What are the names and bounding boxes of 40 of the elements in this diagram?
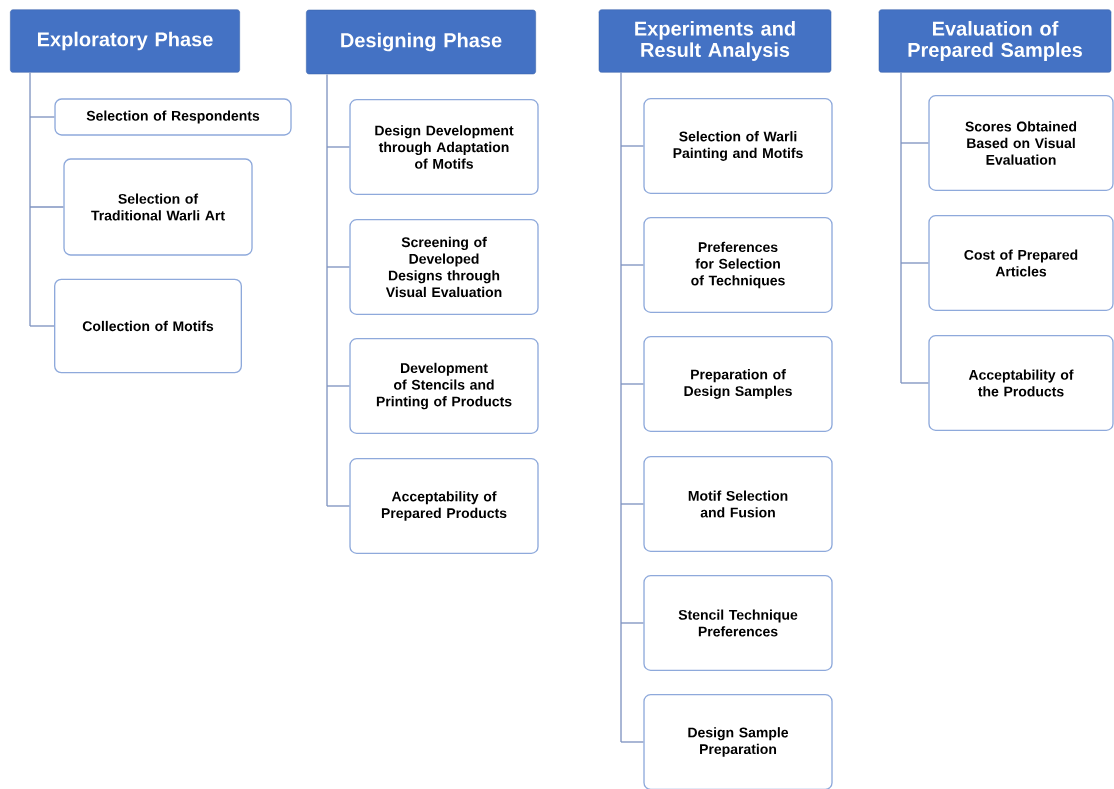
connector-line	[620, 264, 644, 266]
trunk-line	[620, 71, 622, 743]
step-box: Selection of Respondents	[54, 98, 292, 136]
connector-line	[620, 145, 644, 147]
step-box: Acceptability of the Products	[928, 335, 1114, 431]
step-box: Selection of Traditional Warli Art	[63, 158, 253, 256]
connector-line	[900, 262, 929, 264]
step-box: Stencil Technique Preferences	[643, 575, 833, 671]
connector-line	[29, 206, 64, 208]
connector-line	[326, 385, 350, 387]
connector-line	[29, 116, 55, 118]
step-box: Development of Stencils and Printing of Products	[349, 338, 539, 434]
trunk-line	[29, 71, 31, 327]
connector-line	[326, 505, 350, 507]
step-box: Cost of Prepared Articles	[928, 215, 1114, 311]
connector-line	[620, 741, 644, 743]
connector-line	[326, 266, 350, 268]
step-box: Motif Selection and Fusion	[643, 456, 833, 552]
header-box: Exploratory Phase	[10, 9, 240, 73]
connector-line	[326, 146, 350, 148]
header-box: Evaluation of Prepared Samples	[878, 9, 1112, 73]
trunk-line	[326, 73, 328, 507]
step-box: Design Development through Adaptation of Motifs	[349, 99, 539, 195]
step-box: Collection of Motifs	[54, 278, 242, 374]
connector-line	[620, 383, 644, 385]
connector-line	[900, 142, 929, 144]
connector-line	[900, 382, 929, 384]
trunk-line	[900, 71, 902, 384]
header-box: Designing Phase	[306, 9, 536, 75]
step-box: Selection of Warli Painting and Motifs	[643, 98, 833, 194]
step-box: Preferences for Selection of Techniques	[643, 217, 833, 313]
step-box: Scores Obtained Based on Visual Evaluation	[928, 95, 1114, 191]
header-box: Experiments and Result Analysis	[598, 9, 832, 73]
step-box: Screening of Developed Designs through Visual Evaluation	[349, 219, 539, 315]
connector-line	[620, 503, 644, 505]
connector-line	[29, 325, 55, 327]
step-box: Preparation of Design Samples	[643, 336, 833, 432]
step-box: Design Sample Preparation	[643, 694, 833, 789]
step-box: Acceptability of Prepared Products	[349, 458, 539, 554]
connector-line	[620, 622, 644, 624]
